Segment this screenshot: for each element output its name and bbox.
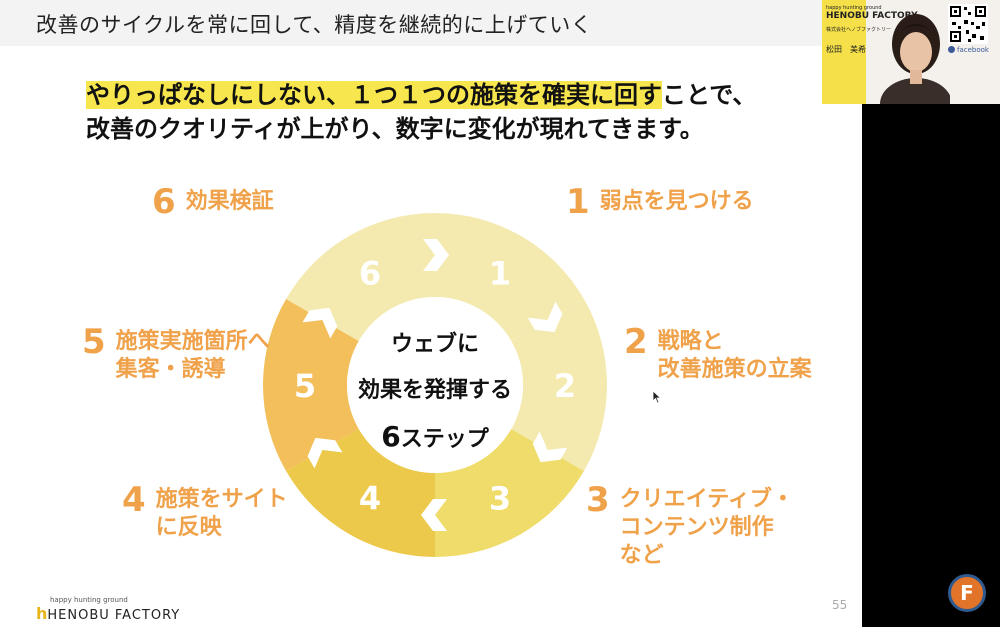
wheel-number-6: 6 xyxy=(359,254,381,292)
wheel-number-5: 5 xyxy=(294,367,316,405)
cycle-arrow-icon xyxy=(302,307,338,339)
step-text: 施策をサイトに反映 xyxy=(156,486,288,542)
step-number: 3 xyxy=(586,480,610,520)
step-label-1: 1 弱点を見つける xyxy=(566,185,754,219)
wheel-number-1: 1 xyxy=(489,254,511,292)
footer-brand: HENOBU FACTORY xyxy=(47,608,181,623)
presenter-tagline: happy hunting ground xyxy=(826,5,882,11)
step-text-line: など xyxy=(619,543,664,568)
footer-tagline: happy hunting ground xyxy=(50,596,128,604)
presenter-company: 株式会社ヘノブファクトリー xyxy=(826,27,892,33)
lead-rest: ことで、 xyxy=(662,81,757,109)
step-text-line: クリエイティブ・ xyxy=(619,487,794,512)
lead-highlight: やりっぱなしにしない、１つ１つの施策を確実に回す xyxy=(86,81,662,109)
step-text-line: 戦略と xyxy=(657,329,724,354)
wheel-center-disc xyxy=(347,297,523,473)
wheel-segment-1 xyxy=(435,213,584,341)
wheel-segment-4 xyxy=(286,429,435,557)
cycle-arrow-icon xyxy=(307,437,343,469)
step-number: 2 xyxy=(624,322,648,362)
center-step-word: ステップ xyxy=(400,427,489,452)
step-text: 施策実施箇所へ集客・誘導 xyxy=(116,328,270,384)
step-text: 戦略と改善施策の立案 xyxy=(658,328,812,384)
cycle-arrow-icon xyxy=(423,239,449,271)
mouse-cursor-icon xyxy=(652,390,662,404)
center-step-count: 6 xyxy=(381,420,401,453)
step-number: 1 xyxy=(566,182,590,222)
step-number: 4 xyxy=(122,480,146,520)
wheel-segment-5 xyxy=(263,299,359,471)
step-text-line: 施策実施箇所へ xyxy=(115,329,270,354)
wheel-number-4: 4 xyxy=(359,480,381,518)
center-line-3: 6ステップ xyxy=(340,414,530,463)
step-text: クリエイティブ・コンテンツ制作など xyxy=(620,486,794,570)
center-line-1: ウェブに xyxy=(390,332,479,357)
step-text-line: に反映 xyxy=(155,515,222,540)
step-text-line: 改善施策の立案 xyxy=(657,357,812,382)
step-label-6: 6 効果検証 xyxy=(152,185,274,219)
wheel-number-3: 3 xyxy=(489,480,511,518)
cycle-wheel: 1 2 3 4 5 6 xyxy=(263,213,607,557)
lead-line-2: 改善のクオリティが上がり、数字に変化が現れてきます。 xyxy=(86,115,704,143)
step-text-line: 施策をサイト xyxy=(155,487,288,512)
logo-h-icon: h xyxy=(36,604,48,623)
qr-code-icon xyxy=(948,4,988,44)
facebook-link[interactable]: facebook xyxy=(948,46,989,54)
wheel-center-text: ウェブに 効果を発揮する 6ステップ xyxy=(340,322,530,463)
presenter-name: 松田 美希 xyxy=(826,45,866,54)
cycle-arrow-icon xyxy=(532,431,568,463)
step-number: 6 xyxy=(152,182,176,222)
slide: 改善のサイクルを常に回して、精度を継続的に上げていく やりっぱなしにしない、１つ… xyxy=(0,0,862,627)
footer-logo: happy hunting ground hHENOBU FACTORY xyxy=(36,596,180,623)
step-text-line: コンテンツ制作 xyxy=(619,515,774,540)
facebook-icon xyxy=(948,46,955,53)
presenter-brand-name: HENOBU FACTORY xyxy=(826,11,918,21)
slide-header: 改善のサイクルを常に回して、精度を継続的に上げていく xyxy=(0,0,862,46)
step-text: 効果検証 xyxy=(186,188,274,216)
cycle-arrow-icon xyxy=(421,499,447,531)
step-text-line: 弱点を見つける xyxy=(599,189,754,214)
center-line-2: 効果を発揮する xyxy=(357,378,512,403)
step-text-line: 集客・誘導 xyxy=(115,357,226,382)
cycle-arrow-icon xyxy=(527,301,563,333)
slide-title: 改善のサイクルを常に回して、精度を継続的に上げていく xyxy=(36,13,593,37)
facebook-label: facebook xyxy=(957,46,989,54)
step-text: 弱点を見つける xyxy=(600,188,754,216)
wheel-number-2: 2 xyxy=(554,367,576,405)
presenter-name-card xyxy=(822,0,866,104)
step-text-line: 効果検証 xyxy=(185,189,274,214)
presenter-avatar xyxy=(880,14,950,104)
page-number: 55 xyxy=(832,598,848,612)
step-number: 5 xyxy=(82,322,106,362)
floating-app-button[interactable]: F xyxy=(948,574,986,612)
lead-text: やりっぱなしにしない、１つ１つの施策を確実に回すことで、 改善のクオリティが上が… xyxy=(86,78,756,146)
wheel-segment-2 xyxy=(511,299,607,471)
